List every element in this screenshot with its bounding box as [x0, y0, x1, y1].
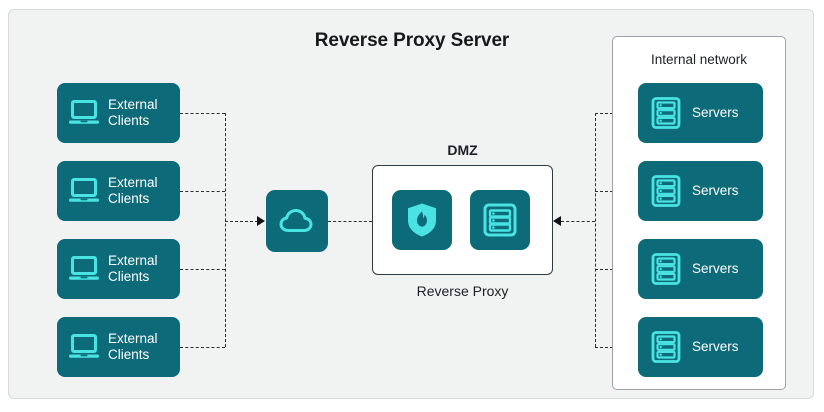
cloud-node[interactable] — [266, 190, 328, 252]
server-node-1[interactable]: Servers — [638, 83, 763, 143]
firewall-shield-icon — [406, 202, 438, 238]
internal-network-title: Internal network — [650, 52, 748, 67]
cloud-icon — [279, 208, 315, 234]
firewall-tile[interactable] — [392, 190, 452, 250]
connector-client-1 — [180, 113, 225, 114]
connector-bus-to-cloud — [225, 221, 258, 222]
page-title: Reverse Proxy Server — [314, 30, 510, 51]
server-node-4[interactable]: Servers — [638, 317, 763, 377]
client-node-1[interactable]: External Clients — [57, 83, 180, 143]
reverse-proxy-caption: Reverse Proxy — [416, 283, 509, 299]
client-node-label: External Clients — [108, 331, 158, 362]
server-node-label: Servers — [692, 339, 739, 354]
connector-client-bus — [225, 113, 226, 347]
connector-client-3 — [180, 269, 225, 270]
laptop-icon — [69, 333, 99, 361]
server-rack-icon — [651, 175, 681, 207]
client-node-2[interactable]: External Clients — [57, 161, 180, 221]
server-rack-icon — [651, 331, 681, 363]
server-node-label: Servers — [692, 183, 739, 198]
server-rack-icon — [651, 97, 681, 129]
proxy-server-tile[interactable] — [470, 190, 530, 250]
connector-dmz-to-bus — [561, 221, 595, 222]
server-node-3[interactable]: Servers — [638, 239, 763, 299]
server-node-2[interactable]: Servers — [638, 161, 763, 221]
client-node-4[interactable]: External Clients — [57, 317, 180, 377]
connector-server-bus — [595, 113, 596, 347]
connector-cloud-to-dmz — [328, 221, 372, 222]
client-node-label: External Clients — [108, 253, 158, 284]
arrow-into-dmz-icon — [553, 216, 561, 226]
laptop-icon — [69, 177, 99, 205]
server-node-label: Servers — [692, 105, 739, 120]
arrow-into-cloud-icon — [257, 216, 265, 226]
connector-client-4 — [180, 347, 225, 348]
server-rack-icon — [651, 253, 681, 285]
laptop-icon — [69, 255, 99, 283]
client-node-label: External Clients — [108, 97, 158, 128]
dmz-title: DMZ — [447, 142, 478, 158]
connector-client-2 — [180, 191, 225, 192]
server-rack-icon — [483, 203, 517, 237]
server-node-label: Servers — [692, 261, 739, 276]
client-node-label: External Clients — [108, 175, 158, 206]
client-node-3[interactable]: External Clients — [57, 239, 180, 299]
laptop-icon — [69, 99, 99, 127]
